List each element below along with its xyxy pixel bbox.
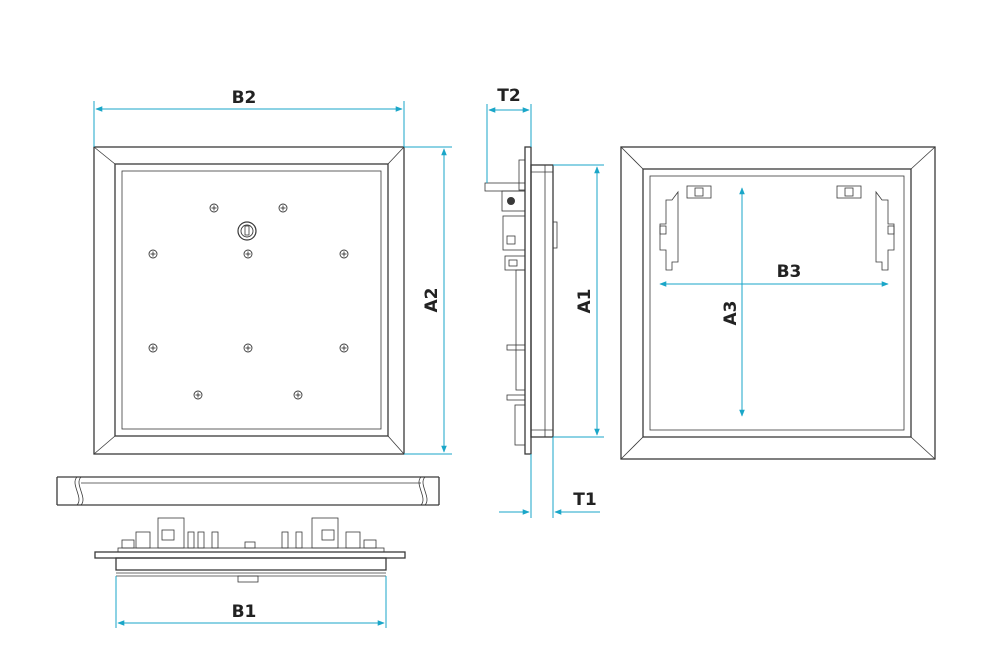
label-b2: B2 — [232, 88, 257, 108]
label-a3: A3 — [721, 301, 741, 326]
label-t2: T2 — [497, 86, 520, 106]
front-view — [93, 146, 405, 455]
label-a1: A1 — [575, 289, 595, 314]
dimension-t1: T1 — [499, 437, 600, 518]
dimension-b1: B1 — [115, 576, 387, 628]
dimension-a3: A3 — [721, 187, 745, 417]
rear-view — [620, 146, 936, 460]
dimension-t2: T2 — [486, 86, 532, 183]
dimension-b2: B2 — [93, 88, 405, 147]
dimension-a1: A1 — [553, 164, 604, 438]
label-a2: A2 — [422, 288, 442, 313]
dimension-b3: B3 — [659, 262, 889, 287]
dimension-a2: A2 — [404, 146, 452, 455]
label-b3: B3 — [777, 262, 802, 282]
side-view — [484, 146, 558, 455]
label-t1: T1 — [573, 490, 596, 510]
label-b1: B1 — [232, 602, 257, 622]
lock-icon — [237, 221, 257, 241]
frame-profile-section — [56, 476, 440, 506]
bottom-view — [94, 517, 406, 583]
